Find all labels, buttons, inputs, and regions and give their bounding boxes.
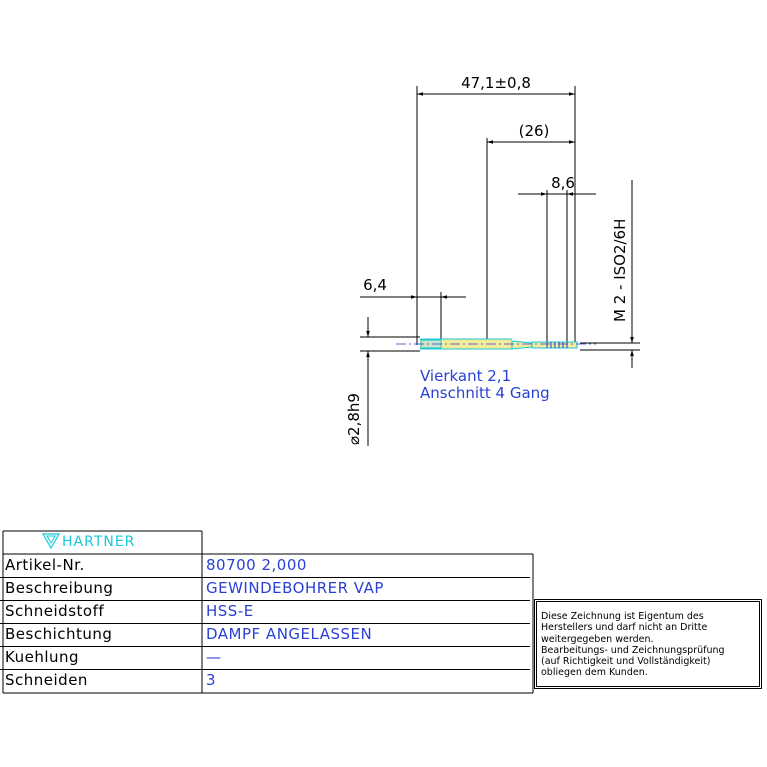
title-row-description: Beschreibung GEWINDEBOHRER VAP: [0, 577, 530, 601]
notice-line: obliegen dem Kunden.: [541, 667, 648, 679]
title-row-material: Schneidstoff HSS-E: [0, 600, 530, 624]
dimension-thread-spec: M 2 - ISO2/6H: [611, 180, 634, 368]
dimension-shank-diameter: ⌀2,8h9: [345, 317, 370, 446]
thread-spec-label: M 2 - ISO2/6H: [611, 219, 629, 322]
dimension-thread-length: 8,6: [518, 174, 596, 196]
flutes-label: Schneiden: [5, 671, 88, 689]
title-row-coating: Beschichtung DAMPF ANGELASSEN: [0, 623, 530, 647]
notice-line: (auf Richtigkeit und Vollständigkeit): [541, 656, 711, 668]
coating-value: DAMPF ANGELASSEN: [206, 625, 373, 643]
flutes-value: 3: [206, 671, 217, 689]
reference-length-label: (26): [519, 122, 550, 140]
overall-length-label: 47,1±0,8: [461, 74, 531, 92]
tap-body: [396, 338, 596, 350]
dimension-reference-length: (26): [487, 122, 575, 144]
title-row-flutes: Schneiden 3: [0, 669, 530, 692]
coating-label: Beschichtung: [5, 625, 113, 643]
cooling-value: —: [206, 648, 222, 666]
notice-line: Bearbeitungs- und Zeichnungsprüfung: [541, 644, 725, 656]
title-row-cooling: Kuehlung —: [0, 646, 530, 670]
notice-line: Diese Zeichnung ist Eigentum des: [541, 611, 704, 622]
thread-length-label: 8,6: [551, 174, 575, 192]
extension-lines: [360, 86, 640, 352]
article-label: Artikel-Nr.: [5, 556, 85, 574]
title-row-article: Artikel-Nr. 80700 2,000: [0, 554, 530, 578]
material-value: HSS-E: [206, 602, 254, 620]
logo-text: HARTNER: [62, 534, 136, 550]
description-label: Beschreibung: [5, 579, 114, 597]
description-value: GEWINDEBOHRER VAP: [206, 579, 384, 597]
material-label: Schneidstoff: [5, 602, 105, 620]
thread-section: [546, 342, 568, 348]
note-square: Vierkant 2,1: [420, 367, 511, 385]
dimension-square-length: 6,4: [360, 276, 466, 299]
notice-line: weitergegeben werden.: [541, 633, 654, 645]
ownership-notice: Diese Zeichnung ist Eigentum des Herstel…: [534, 599, 762, 689]
notice-line: Herstellers und darf nicht an Dritte: [541, 622, 708, 634]
hartner-logo-icon: [41, 533, 61, 550]
dimension-overall-length: 47,1±0,8: [417, 74, 575, 96]
cooling-label: Kuehlung: [5, 648, 80, 666]
square-length-label: 6,4: [363, 276, 387, 294]
shank-diameter-label: ⌀2,8h9: [345, 393, 363, 445]
article-value: 80700 2,000: [206, 556, 307, 574]
hartner-logo: HARTNER: [41, 533, 136, 551]
note-chamfer: Anschnitt 4 Gang: [420, 384, 550, 402]
